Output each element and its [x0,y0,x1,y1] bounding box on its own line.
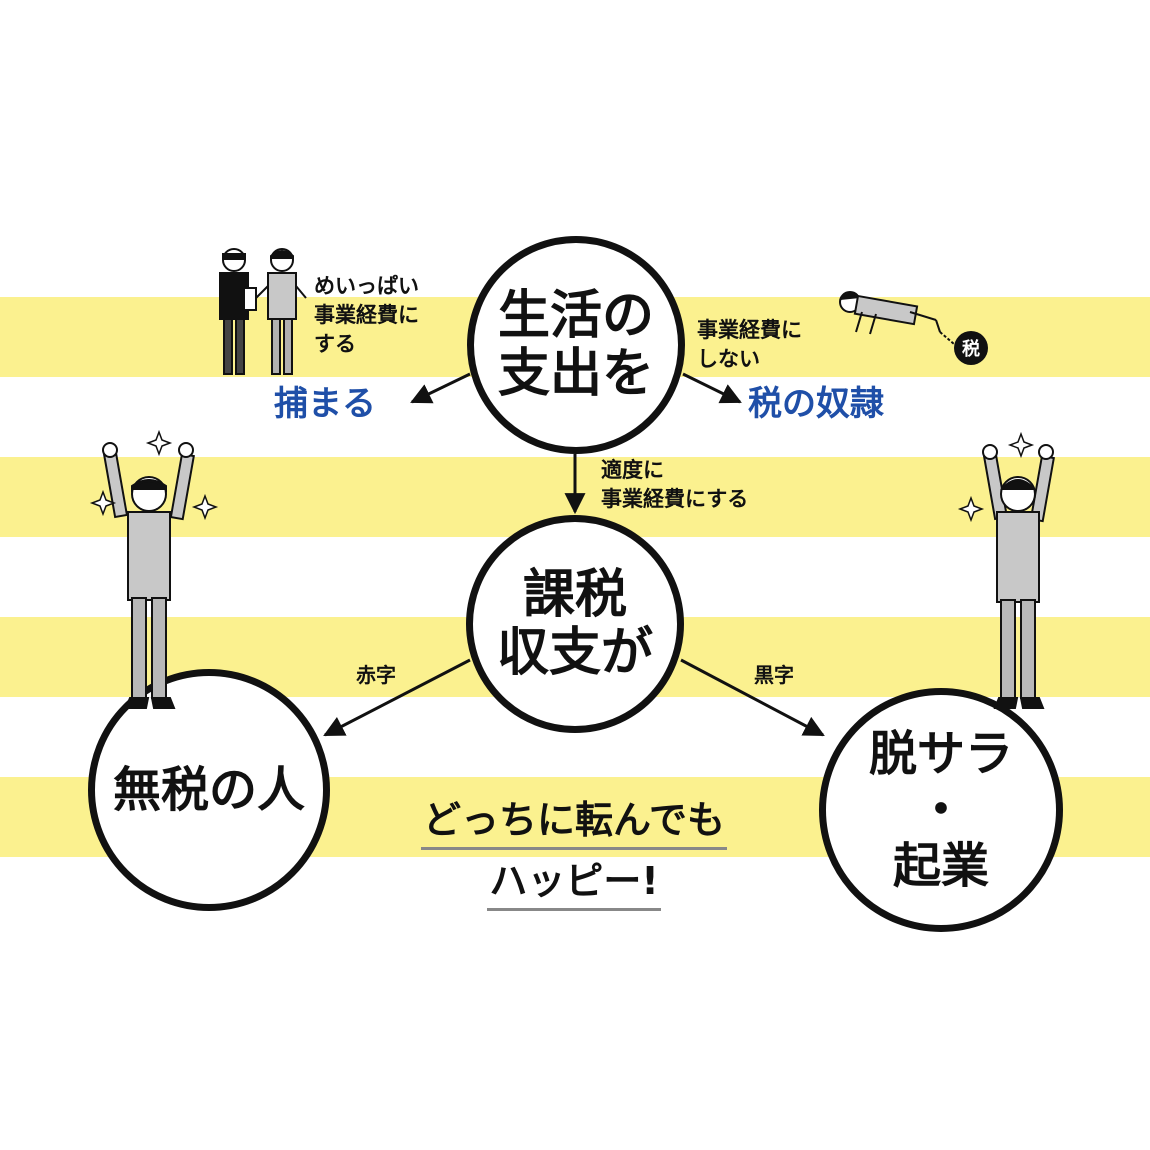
arrow-to-right [680,658,825,737]
edge-label-no-expenses: 事業経費に しない [697,318,802,371]
outcome-tax-slave: 税の奴隷 [748,384,884,424]
node-living-expenses: 生活の 支出を [467,236,685,454]
cheering-man-left-illustration [89,429,219,709]
node-text: 起業 [892,838,989,894]
conclusion-line: ハッピー! [487,856,661,911]
node-text: 課税 [522,565,627,625]
conclusion-line: どっちに転んでも [420,795,728,850]
edge-label-moderate-expenses: 適度に 事業経費にする [601,458,749,511]
edge-label-max-expenses: めいっぱい 事業経費に する [314,274,419,356]
node-text: 脱サラ [868,726,1013,782]
node-tax-free-person: 無税の人 [88,669,330,911]
arrow-to-slave [682,372,742,404]
tax-ball [954,331,988,365]
conclusion-text: どっちに転んでも ハッピー! [396,795,752,917]
sparkle-icon [89,489,117,517]
cheering-man-right-illustration [957,431,1055,709]
outcome-caught: 捕まる [274,384,376,424]
node-taxable-balance: 課税 収支が [466,515,684,733]
node-text: 収支が [496,623,653,683]
sparkle-icon [145,429,173,457]
node-text: 無税の人 [112,762,305,818]
node-text: ・ [916,782,965,838]
node-text: 支出を [497,344,654,404]
sparkle-icon [191,493,219,521]
tax-slave-illustration: 税 [839,291,988,365]
node-text: 生活の [497,286,654,346]
node-startup: 脱サラ ・ 起業 [819,688,1063,932]
arrest-illustration [219,248,307,375]
sparkle-icon [1007,431,1035,459]
arrow-to-caught [410,372,471,404]
officer-figure [219,248,257,375]
edge-label-deficit: 赤字 [356,663,396,687]
sparkle-icon [957,495,985,523]
tax-ball-label: 税 [962,338,980,360]
edge-label-surplus: 黒字 [754,663,794,687]
arrested-man-figure [255,248,307,375]
arrow-to-left [323,658,471,737]
